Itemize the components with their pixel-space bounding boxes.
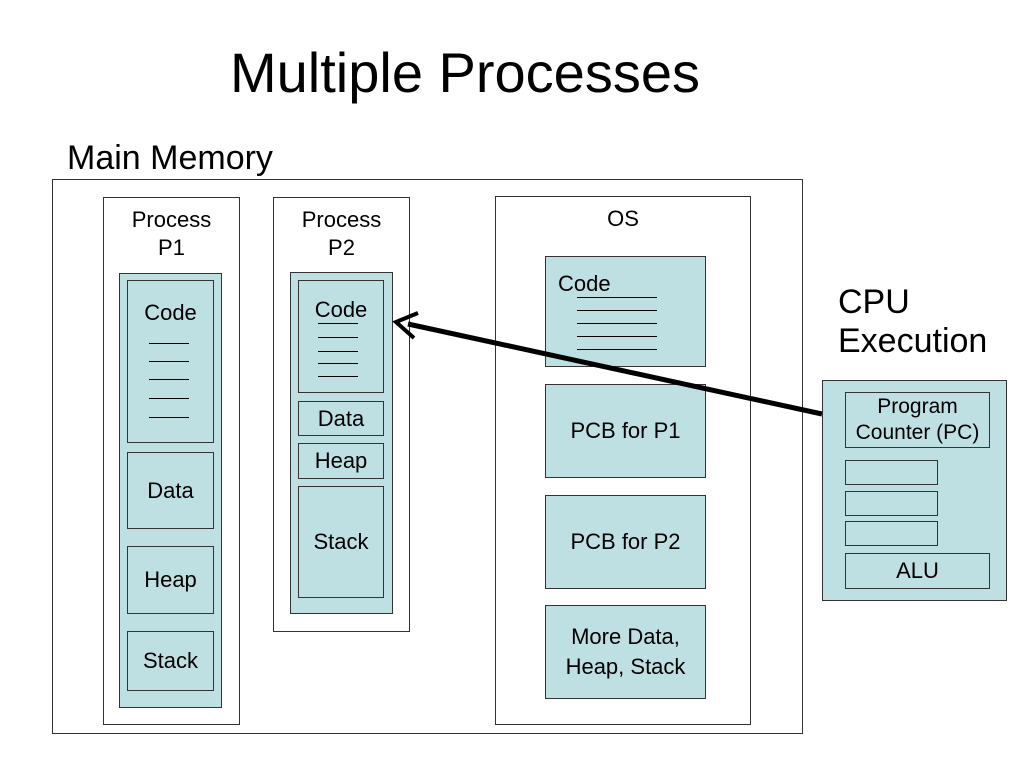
os-more-data: More Data, Heap, Stack (545, 605, 706, 699)
os-pcb-p2: PCB for P2 (545, 495, 706, 589)
code-line (577, 297, 657, 298)
code-line (318, 363, 358, 364)
p2-heap-segment: Heap (298, 443, 384, 479)
code-line (577, 310, 657, 311)
code-line (318, 376, 358, 377)
cpu-register (845, 460, 938, 485)
os-code-segment: Code (545, 256, 706, 367)
code-line (577, 349, 657, 350)
alu-box: ALU (845, 553, 990, 589)
p2-stack-segment: Stack (298, 486, 384, 598)
main-memory-label: Main Memory (67, 139, 273, 177)
slide-title: Multiple Processes (230, 41, 700, 104)
p1-stack-segment: Stack (127, 631, 214, 691)
p2-code-label: Code (314, 297, 368, 322)
p2-data-segment: Data (298, 401, 384, 436)
p1-data-segment: Data (127, 452, 214, 529)
cpu-register (845, 521, 938, 546)
os-code-label: Code (558, 271, 611, 296)
code-line (149, 398, 189, 399)
os-pcb-p1: PCB for P1 (545, 384, 706, 478)
process-p1-label: Process P1 (131, 207, 212, 260)
code-line (149, 361, 189, 362)
code-line (318, 323, 358, 324)
p2-code-segment: Code (298, 280, 384, 393)
code-line (149, 417, 189, 418)
p1-code-label: Code (144, 300, 197, 325)
p1-heap-segment: Heap (127, 546, 214, 614)
code-line (149, 343, 189, 344)
p1-code-segment: Code (127, 280, 214, 443)
code-line (318, 337, 358, 338)
code-line (149, 379, 189, 380)
process-p2-label: Process P2 (301, 207, 382, 260)
code-line (577, 336, 657, 337)
cpu-execution-label: CPU Execution (838, 283, 988, 360)
program-counter: Program Counter (PC) (845, 392, 990, 448)
os-label: OS (607, 206, 639, 231)
code-line (577, 323, 657, 324)
code-line (318, 351, 358, 352)
cpu-register (845, 491, 938, 516)
